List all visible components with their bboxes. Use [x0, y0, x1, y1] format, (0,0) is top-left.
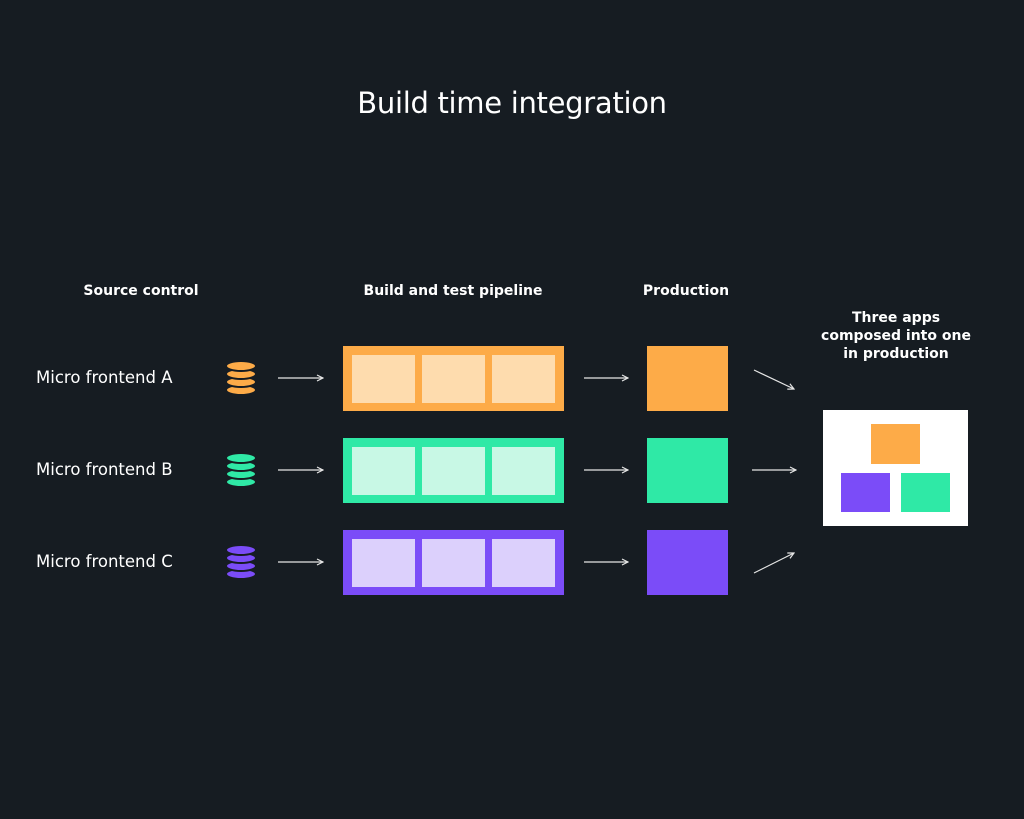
column-heading-production: Production: [642, 283, 730, 299]
pipeline-stage: [422, 539, 485, 587]
page-title: Build time integration: [357, 86, 667, 120]
pipeline-stage: [352, 539, 415, 587]
production-a: [647, 346, 728, 411]
production-b: [647, 438, 728, 503]
pipeline-b: [343, 438, 564, 503]
note-line: composed into one: [821, 328, 971, 344]
column-heading-source-control: Source control: [83, 283, 199, 299]
composite-block-b: [901, 473, 950, 512]
database-icon: [225, 544, 257, 580]
composite-block-c: [841, 473, 890, 512]
composite-block-a: [871, 424, 920, 464]
pipeline-stage: [492, 355, 555, 403]
pipeline-c: [343, 530, 564, 595]
composite-note: Three apps composed into one in producti…: [800, 309, 992, 363]
column-heading-pipeline: Build and test pipeline: [363, 283, 543, 299]
composite-app: [823, 410, 968, 526]
pipeline-stage: [422, 355, 485, 403]
row-label-b: Micro frontend B: [36, 460, 173, 479]
pipeline-stage: [352, 447, 415, 495]
note-line: Three apps: [851, 310, 941, 326]
arrow-icon: [753, 553, 794, 574]
pipeline-stage: [352, 355, 415, 403]
note-line: in production: [843, 346, 949, 362]
pipeline-stage: [492, 539, 555, 587]
production-c: [647, 530, 728, 595]
row-label-a: Micro frontend A: [36, 368, 173, 387]
pipeline-stage: [492, 447, 555, 495]
pipeline-a: [343, 346, 564, 411]
database-icon: [225, 360, 257, 396]
database-icon: [225, 452, 257, 488]
row-label-c: Micro frontend C: [36, 552, 173, 571]
arrow-icon: [753, 369, 794, 389]
pipeline-stage: [422, 447, 485, 495]
